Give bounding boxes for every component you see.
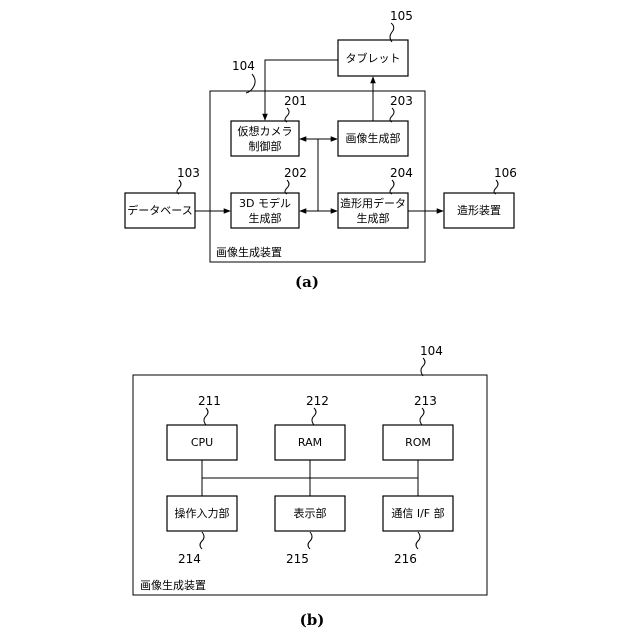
display-label: 表示部 <box>294 506 327 520</box>
model-generation-line2: 生成部 <box>249 211 282 225</box>
container-label-a: 画像生成装置 <box>216 245 282 259</box>
tablet-label: タブレット <box>346 51 401 65</box>
leader-203 <box>390 108 394 122</box>
shaping-device-label: 造形装置 <box>457 203 501 217</box>
ref-105: 105 <box>390 9 413 23</box>
caption-b: (b) <box>300 611 325 629</box>
diagram-b: 画像生成装置 104 CPU 211 RAM 212 ROM 213 操作入力部… <box>133 344 487 629</box>
model-generation-line1: 3D モデル <box>239 196 291 210</box>
ref-211: 211 <box>198 394 221 408</box>
leader-105 <box>390 23 394 42</box>
database-label: データベース <box>127 203 192 217</box>
arrow-tablet-to-camera <box>265 60 338 120</box>
leader-211 <box>204 408 208 425</box>
leader-104-a <box>246 74 255 93</box>
leader-202 <box>285 180 289 194</box>
leader-212 <box>312 408 316 425</box>
ref-104-a: 104 <box>232 59 255 73</box>
diagram-a: 画像生成装置 104 タブレット 105 仮想カメラ 制御部 201 画像生成部… <box>125 9 517 291</box>
ref-204: 204 <box>390 166 413 180</box>
rom-label: ROM <box>405 436 431 449</box>
shaping-data-generation-line2: 生成部 <box>357 211 390 225</box>
leader-103 <box>177 180 181 194</box>
leader-215 <box>308 532 312 549</box>
leader-213 <box>420 408 424 425</box>
ref-104-b: 104 <box>420 344 443 358</box>
ref-106: 106 <box>494 166 517 180</box>
leader-216 <box>416 532 420 549</box>
ref-215: 215 <box>286 552 309 566</box>
ref-202: 202 <box>284 166 307 180</box>
camera-control-line2: 制御部 <box>249 139 282 153</box>
ref-216: 216 <box>394 552 417 566</box>
shaping-data-generation-line1: 造形用データ <box>340 196 406 210</box>
leader-204 <box>390 180 394 194</box>
cpu-label: CPU <box>191 436 213 449</box>
ref-201: 201 <box>284 94 307 108</box>
container-label-b: 画像生成装置 <box>140 578 206 592</box>
ref-203: 203 <box>390 94 413 108</box>
comm-if-label: 通信 I/F 部 <box>391 506 444 520</box>
ref-214: 214 <box>178 552 201 566</box>
ref-213: 213 <box>414 394 437 408</box>
ref-103: 103 <box>177 166 200 180</box>
ram-label: RAM <box>298 436 322 449</box>
leader-214 <box>200 532 204 549</box>
leader-104-b <box>421 358 425 376</box>
input-label: 操作入力部 <box>175 506 230 520</box>
leader-201 <box>285 108 289 122</box>
caption-a: (a) <box>295 273 319 291</box>
camera-control-line1: 仮想カメラ <box>238 124 293 138</box>
image-generation-label: 画像生成部 <box>346 131 401 145</box>
leader-106 <box>494 180 498 194</box>
ref-212: 212 <box>306 394 329 408</box>
